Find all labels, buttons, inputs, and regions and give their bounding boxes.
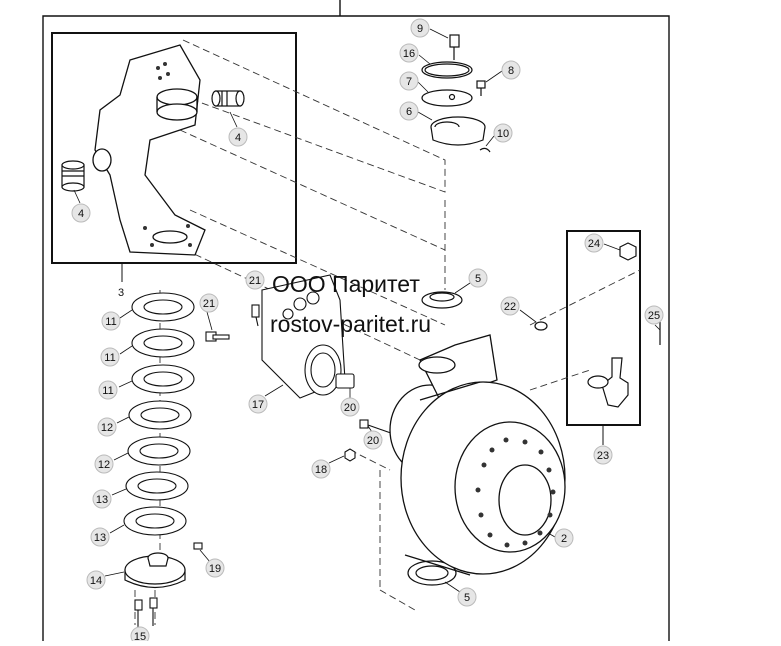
pin-19 — [193, 542, 203, 550]
svg-text:4: 4 — [78, 208, 84, 220]
callout-5-bottom: 5 — [444, 581, 477, 607]
callout-10: 10 — [485, 123, 513, 147]
callout-11c: 11 — [98, 380, 133, 400]
bearing-flange — [124, 552, 186, 589]
callout-21-rear: 21 — [245, 270, 265, 290]
svg-text:12: 12 — [98, 459, 110, 471]
kingpin-cap-assembly — [421, 34, 491, 153]
svg-text:4: 4 — [235, 132, 241, 144]
svg-text:11: 11 — [102, 385, 113, 397]
wheel-hub — [389, 334, 566, 576]
callout-3: 3 — [111, 282, 131, 302]
svg-text:20: 20 — [344, 402, 356, 414]
callout-13b: 13 — [90, 524, 125, 547]
hydraulic-wheel-motor — [261, 274, 355, 399]
callout-25: 25 — [644, 305, 664, 331]
svg-text:13: 13 — [94, 532, 106, 544]
callout-22: 22 — [500, 296, 537, 323]
callout-8: 8 — [485, 60, 521, 83]
svg-text:15: 15 — [134, 631, 146, 641]
svg-text:5: 5 — [464, 592, 470, 604]
svg-text:10: 10 — [497, 128, 509, 140]
washer-22 — [534, 321, 548, 331]
callout-20b: 20 — [363, 425, 383, 450]
tie-rod-end — [587, 242, 661, 408]
svg-text:14: 14 — [90, 575, 102, 587]
svg-text:3: 3 — [118, 287, 124, 299]
callout-6: 6 — [399, 101, 433, 121]
svg-text:13: 13 — [96, 494, 108, 506]
callout-19: 19 — [199, 549, 225, 578]
bolt-21 — [205, 331, 230, 342]
callout-11a: 11 — [101, 309, 133, 331]
svg-text:2: 2 — [561, 533, 567, 545]
callout-2: 2 — [547, 528, 574, 548]
svg-text:21: 21 — [203, 298, 215, 310]
svg-text:20: 20 — [367, 435, 379, 447]
callout-13a: 13 — [92, 488, 127, 509]
callout-7: 7 — [399, 71, 429, 93]
callout-20a: 20 — [340, 388, 360, 417]
svg-text:16: 16 — [403, 48, 415, 60]
bolt-21-rear — [251, 304, 260, 327]
svg-text:19: 19 — [209, 563, 221, 575]
svg-text:6: 6 — [406, 106, 412, 118]
svg-text:18: 18 — [315, 464, 327, 476]
svg-text:11: 11 — [105, 316, 116, 328]
callout-15: 15 — [130, 626, 150, 646]
callout-16: 16 — [399, 43, 431, 65]
svg-text:7: 7 — [406, 76, 412, 88]
hub-seal-top — [421, 291, 463, 309]
callout-4b: 4 — [71, 189, 91, 223]
watermark-site: rostov-paritet.ru — [270, 311, 432, 337]
callout-18: 18 — [311, 455, 345, 479]
svg-text:9: 9 — [417, 23, 423, 35]
callout-17: 17 — [248, 384, 284, 414]
callout-9: 9 — [410, 18, 449, 39]
callout-11b: 11 — [100, 345, 133, 367]
svg-text:23: 23 — [597, 450, 609, 462]
svg-text:11: 11 — [104, 352, 115, 364]
callout-21: 21 — [199, 293, 219, 331]
knuckle-bushing-bottom — [61, 160, 85, 192]
callout-12b: 12 — [94, 452, 129, 474]
callouts: 4 4 3 9 16 7 8 6 10 24 25 23 5 5 22 21 2… — [71, 18, 664, 646]
svg-text:12: 12 — [101, 422, 113, 434]
assembly-frame — [42, 15, 670, 641]
svg-text:5: 5 — [475, 273, 481, 285]
steering-knuckle — [92, 44, 206, 256]
callout-14: 14 — [86, 570, 125, 590]
callout-24: 24 — [584, 233, 621, 253]
svg-text:25: 25 — [648, 310, 660, 322]
bolts-15 — [134, 597, 158, 628]
callout-4a: 4 — [228, 111, 248, 147]
watermark-company: ООО Паритет — [272, 271, 420, 297]
callout-12a: 12 — [97, 416, 130, 437]
shim-stack — [123, 292, 195, 536]
svg-text:22: 22 — [504, 301, 516, 313]
svg-text:24: 24 — [588, 238, 600, 250]
knuckle-bushing-top — [211, 90, 245, 107]
callout-23: 23 — [593, 445, 613, 465]
svg-text:21: 21 — [249, 275, 261, 287]
svg-text:8: 8 — [508, 65, 514, 77]
callout-5-top: 5 — [454, 268, 488, 294]
svg-text:17: 17 — [252, 399, 264, 411]
nut-18 — [344, 448, 356, 462]
